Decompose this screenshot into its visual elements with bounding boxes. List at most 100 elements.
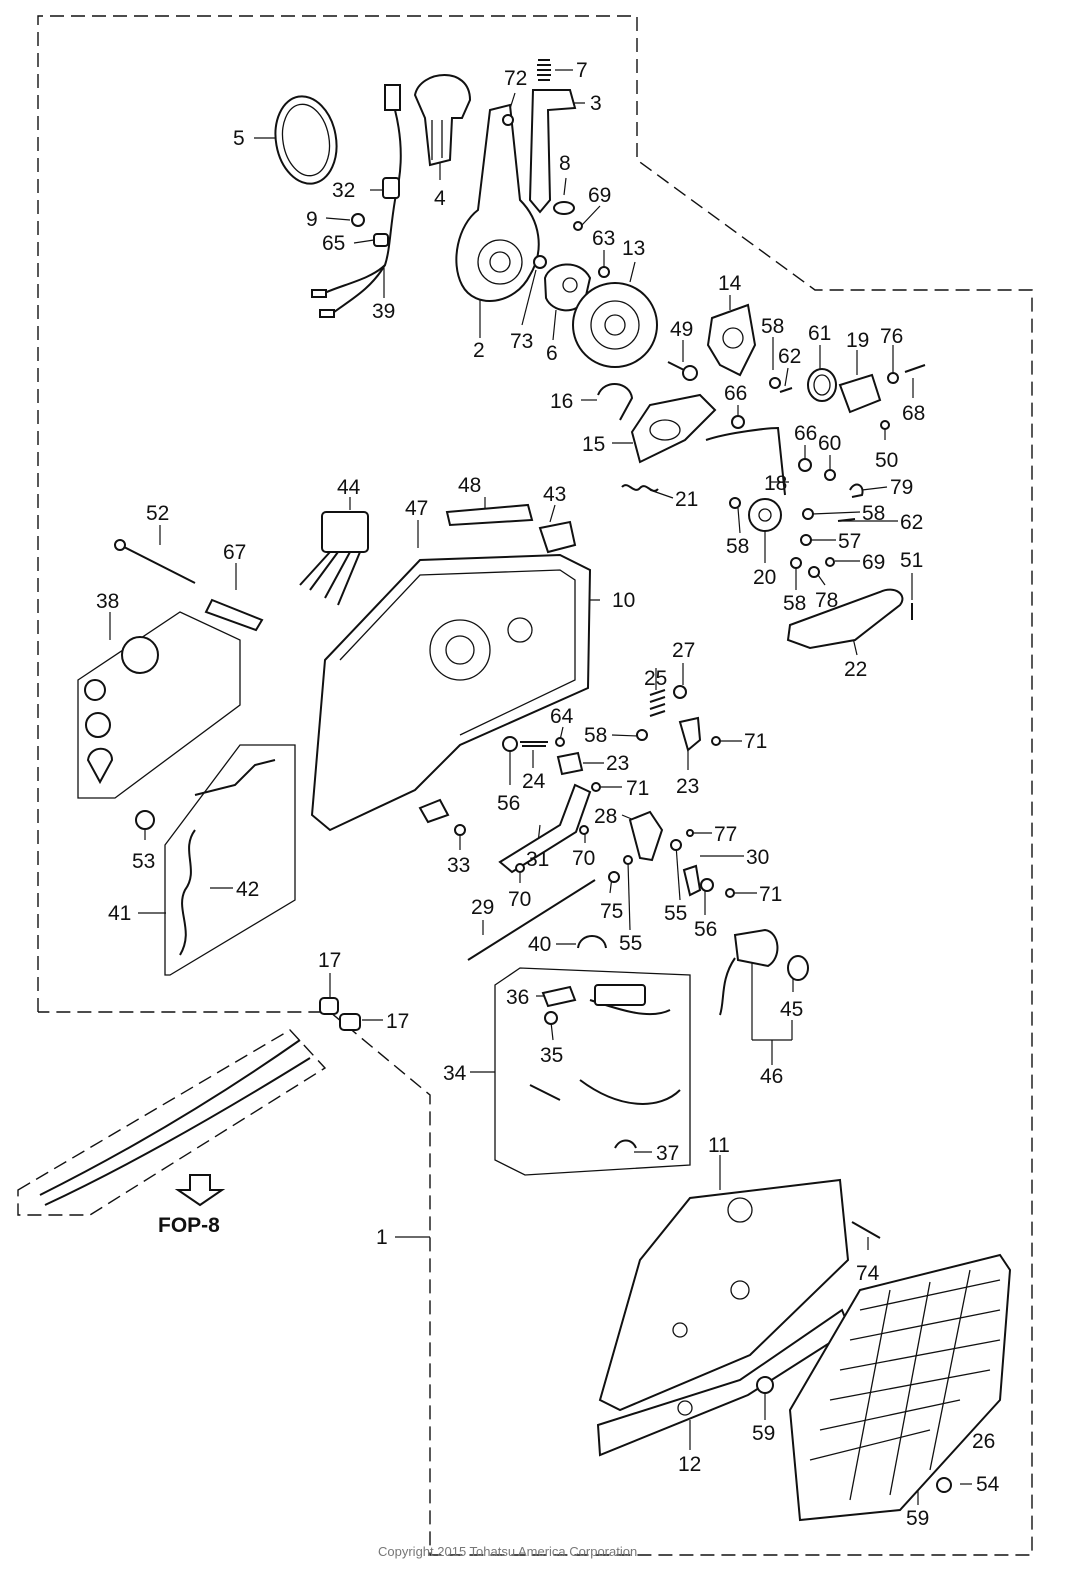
label-39: 39	[372, 300, 395, 323]
label-35: 35	[540, 1044, 563, 1067]
label-66a: 66	[724, 382, 747, 405]
label-17a: 17	[318, 949, 341, 972]
label-56b: 56	[694, 918, 717, 941]
label-75: 75	[600, 900, 623, 923]
label-58e: 58	[584, 724, 607, 747]
label-70b: 70	[508, 888, 531, 911]
label-74: 74	[856, 1262, 880, 1285]
label-59b: 59	[906, 1507, 929, 1530]
label-45: 45	[780, 998, 803, 1021]
label-15: 15	[582, 433, 605, 456]
label-23b: 23	[676, 775, 699, 798]
reference-label: FOP-8	[158, 1214, 220, 1237]
label-4: 4	[434, 187, 446, 210]
label-63: 63	[592, 227, 615, 250]
label-64: 64	[550, 705, 574, 728]
label-41: 41	[108, 902, 131, 925]
label-50: 50	[875, 449, 898, 472]
label-70a: 70	[572, 847, 595, 870]
label-51: 51	[900, 549, 923, 572]
label-6: 6	[546, 342, 558, 365]
label-7: 7	[576, 59, 588, 82]
leader-lines	[109, 69, 986, 1505]
label-11: 11	[708, 1134, 730, 1157]
label-16: 16	[550, 390, 573, 413]
label-48: 48	[458, 474, 481, 497]
label-58b: 58	[862, 502, 885, 525]
label-10: 10	[612, 589, 635, 612]
label-24: 24	[522, 770, 546, 793]
label-37: 37	[656, 1142, 679, 1165]
label-78: 78	[815, 589, 838, 612]
label-47: 47	[405, 497, 428, 520]
label-33: 33	[447, 854, 470, 877]
label-72: 72	[504, 67, 527, 90]
label-18: 18	[764, 472, 787, 495]
label-55b: 55	[619, 932, 642, 955]
label-62b: 62	[900, 511, 923, 534]
label-40: 40	[528, 933, 551, 956]
label-1: 1	[376, 1226, 388, 1249]
label-71b: 71	[626, 777, 649, 800]
label-34: 34	[443, 1062, 467, 1085]
label-5: 5	[233, 127, 245, 150]
label-12: 12	[678, 1453, 701, 1476]
label-71c: 71	[759, 883, 782, 906]
part-drawings	[17, 59, 1012, 1522]
label-9: 9	[306, 208, 318, 231]
label-57: 57	[838, 530, 861, 553]
label-73: 73	[510, 330, 533, 353]
label-55a: 55	[664, 902, 687, 925]
label-32: 32	[332, 179, 355, 202]
label-67: 67	[223, 541, 246, 564]
label-36: 36	[506, 986, 529, 1009]
label-79: 79	[890, 476, 913, 499]
label-77: 77	[714, 823, 737, 846]
label-3: 3	[590, 92, 602, 115]
label-66b: 66	[794, 422, 817, 445]
label-17b: 17	[386, 1010, 409, 1033]
label-69a: 69	[588, 184, 611, 207]
label-65: 65	[322, 232, 345, 255]
label-38: 38	[96, 590, 119, 613]
part-labels: 1 2 3 4 5 6 7 8 9 10 11 12 13 14 15 16 1…	[96, 59, 1000, 1530]
label-21: 21	[675, 488, 698, 511]
label-68: 68	[902, 402, 925, 425]
label-14: 14	[718, 272, 742, 295]
label-62a: 62	[778, 345, 801, 368]
label-25: 25	[644, 667, 667, 690]
copyright-text: Copyright 2015 Tohatsu America Corporati…	[378, 1544, 637, 1559]
label-54: 54	[976, 1473, 1000, 1496]
label-58a: 58	[761, 315, 784, 338]
label-60: 60	[818, 432, 841, 455]
label-49: 49	[670, 318, 693, 341]
label-53: 53	[132, 850, 155, 873]
label-26: 26	[972, 1430, 995, 1453]
assembly-boundary	[37, 15, 1033, 1556]
label-71a: 71	[744, 730, 767, 753]
label-69b: 69	[862, 551, 885, 574]
label-44: 44	[337, 476, 361, 499]
label-2: 2	[473, 339, 485, 362]
label-28: 28	[594, 805, 617, 828]
label-30: 30	[746, 846, 769, 869]
label-19: 19	[846, 329, 869, 352]
label-59a: 59	[752, 1422, 775, 1445]
label-61: 61	[808, 322, 831, 345]
label-56a: 56	[497, 792, 520, 815]
label-20: 20	[753, 566, 776, 589]
label-46: 46	[760, 1065, 783, 1088]
label-52: 52	[146, 502, 169, 525]
label-31: 31	[526, 848, 549, 871]
label-58c: 58	[726, 535, 749, 558]
label-29: 29	[471, 896, 494, 919]
label-27: 27	[672, 639, 695, 662]
label-42: 42	[236, 878, 259, 901]
label-58d: 58	[783, 592, 806, 615]
label-8: 8	[559, 152, 571, 175]
label-22: 22	[844, 658, 867, 681]
label-76: 76	[880, 325, 903, 348]
label-23a: 23	[606, 752, 629, 775]
label-43: 43	[543, 483, 566, 506]
